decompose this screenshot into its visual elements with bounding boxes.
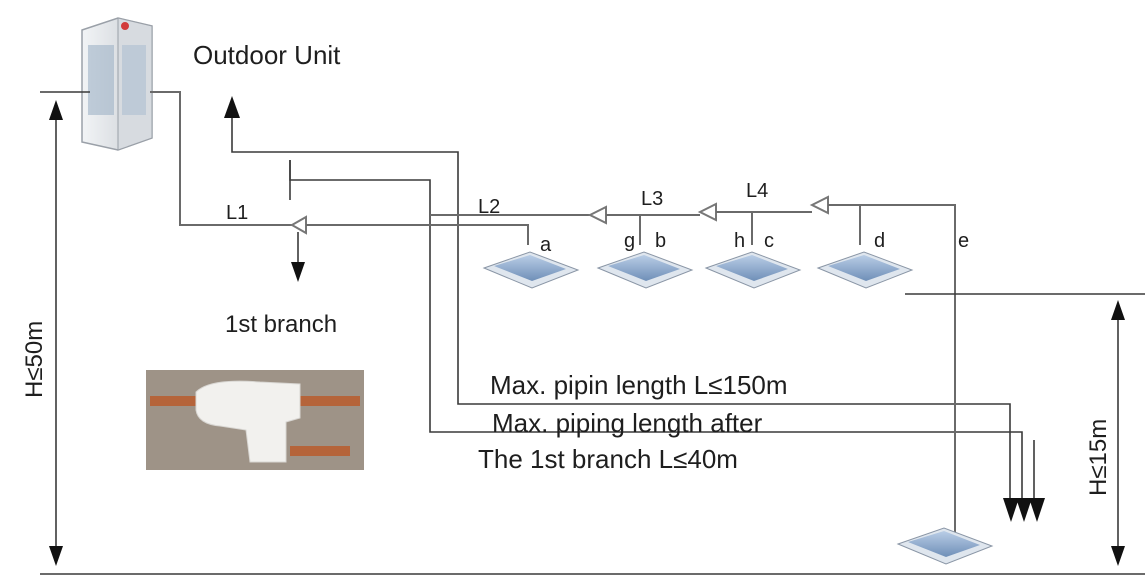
branch-joint-2 xyxy=(587,205,607,225)
max-piping-length-label: Max. pipin length L≤150m xyxy=(490,370,788,400)
indoor-unit-a xyxy=(482,251,580,289)
indoor-unit-b xyxy=(596,251,694,289)
left-height-up-arrow xyxy=(49,100,63,120)
branch-joint-3 xyxy=(697,202,717,222)
unit-label-a: a xyxy=(540,234,552,256)
outdoor-up-arrow xyxy=(224,96,240,118)
pipe-l2 xyxy=(306,224,529,245)
outdoor-unit-image xyxy=(81,17,153,151)
branch-joint-4 xyxy=(809,195,829,215)
unit-label-e: e xyxy=(958,230,969,252)
route-end-arrow-1 xyxy=(1003,498,1019,522)
route-end-arrow-3 xyxy=(1029,498,1045,522)
pipe-label-l2: L2 xyxy=(478,196,500,218)
after-branch-label-line2: The 1st branch L≤40m xyxy=(478,444,738,474)
pipe-d xyxy=(828,204,861,245)
pipe-e xyxy=(828,204,956,540)
right-height-down-arrow xyxy=(1111,546,1125,566)
pipe-label-l4: L4 xyxy=(746,180,768,202)
height-total-label: H≤50m xyxy=(21,321,48,398)
unit-label-h: h xyxy=(734,230,745,252)
left-height-down-arrow xyxy=(49,546,63,566)
indoor-unit-d xyxy=(816,251,914,289)
route-end-arrow-2 xyxy=(1016,498,1032,522)
first-branch-joint xyxy=(289,215,307,235)
first-branch-label: 1st branch xyxy=(225,311,337,338)
pipe-label-l1: L1 xyxy=(226,202,248,224)
first-branch-down-arrow xyxy=(291,262,305,282)
indoor-unit-c xyxy=(704,251,802,289)
outdoor-unit-label: Outdoor Unit xyxy=(193,40,341,70)
height-indoor-label: H≤15m xyxy=(1085,419,1112,496)
pipe-label-l3: L3 xyxy=(641,188,663,210)
after-branch-label-line1: Max. piping length after xyxy=(492,408,763,438)
unit-label-c: c xyxy=(764,230,774,252)
main-pipe-l1 xyxy=(150,91,292,226)
right-height-up-arrow xyxy=(1111,300,1125,320)
max-length-route xyxy=(231,138,1011,500)
unit-label-g: g xyxy=(624,230,635,252)
unit-label-d: d xyxy=(874,230,885,252)
branch-fitting-photo xyxy=(146,370,364,470)
indoor-unit-e xyxy=(896,527,994,565)
unit-label-b: b xyxy=(655,230,666,252)
